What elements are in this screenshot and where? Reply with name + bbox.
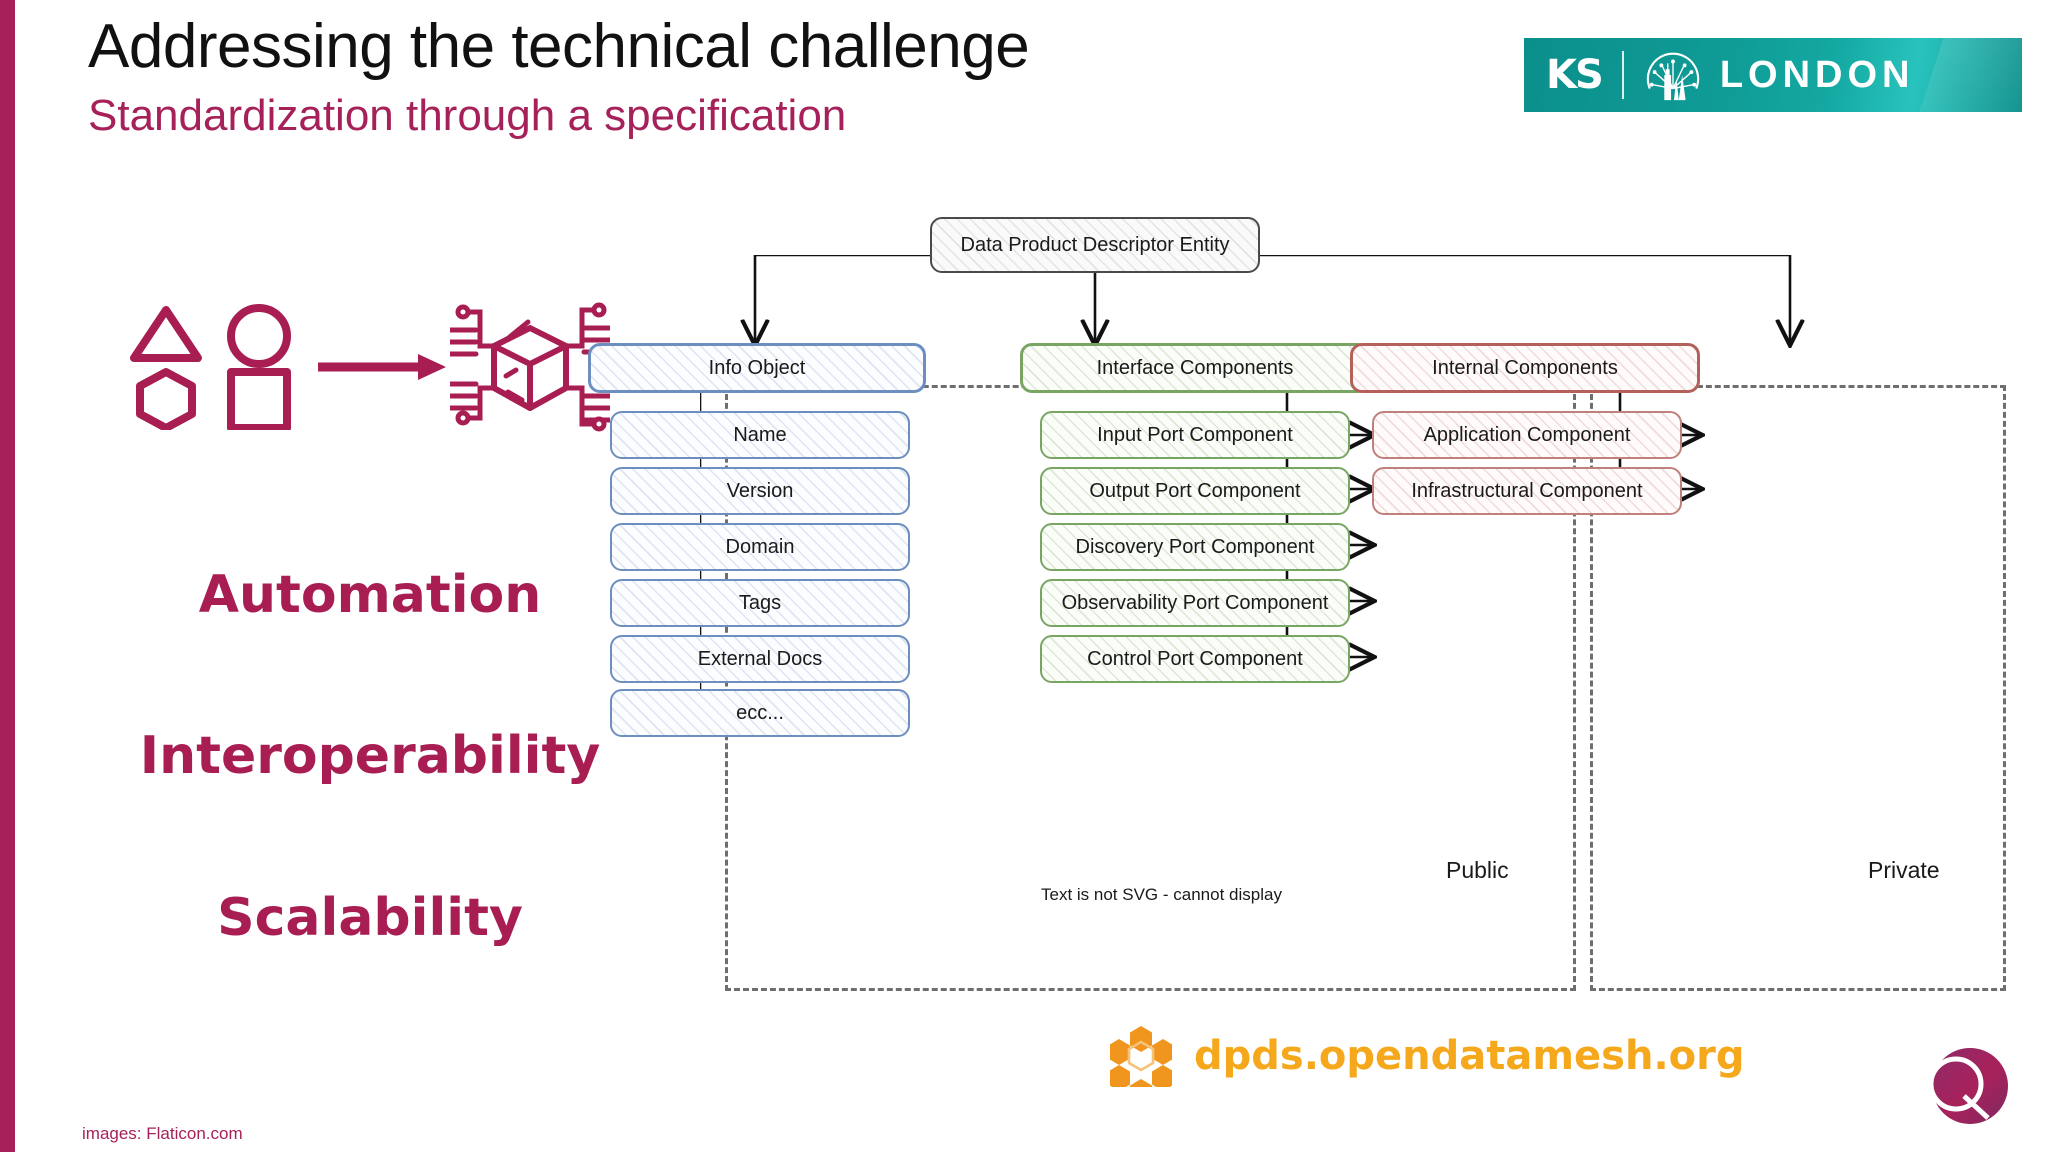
node-label: Application Component [1423,423,1631,446]
node-label: Tags [738,591,782,614]
node-internal-components[interactable]: Internal Components [1350,343,1700,393]
node-input-port-component[interactable]: Input Port Component [1040,411,1350,459]
node-label: Version [726,479,794,502]
svg-warning-note: Text is not SVG - cannot display [1038,885,1285,905]
left-accent-bar [0,0,15,1152]
honeycomb-hexagon-icon [1108,1025,1174,1105]
node-label: Data Product Descriptor Entity [960,233,1230,256]
node-domain[interactable]: Domain [610,523,910,571]
right-arrow-icon [318,350,448,384]
node-label: Info Object [708,356,806,379]
shapes-triangle-circle-hexagon-square-icon [126,300,306,432]
node-info-object[interactable]: Info Object [588,343,926,393]
node-data-product-descriptor-entity[interactable]: Data Product Descriptor Entity [930,217,1260,273]
ks-logo-divider [1621,51,1624,99]
node-observability-port-component[interactable]: Observability Port Component [1040,579,1350,627]
ks-london-logo: KS [1524,38,2022,112]
zone-label-private: Private [1868,857,1940,883]
node-label: External Docs [697,647,823,670]
node-label: Output Port Component [1089,479,1301,502]
node-label: Discovery Port Component [1075,535,1315,558]
node-version[interactable]: Version [610,467,910,515]
node-application-component[interactable]: Application Component [1372,411,1682,459]
node-tags[interactable]: Tags [610,579,910,627]
node-interface-components[interactable]: Interface Components [1020,343,1370,393]
node-label: Domain [725,535,795,558]
dpds-branding[interactable]: dpds.opendatamesh.org [1108,1025,1745,1105]
ks-logo-word: LONDON [1719,53,1915,96]
connected-package-cube-icon [447,292,613,442]
ks-logo-mark: KS [1546,52,1604,98]
zone-label-public: Public [1446,857,1509,883]
keyword-scalability: Scalability [217,888,523,948]
node-label: Internal Components [1432,356,1618,379]
node-label: Infrastructural Component [1411,479,1643,502]
node-ecc[interactable]: ecc... [610,689,910,737]
node-label: Input Port Component [1097,423,1293,446]
page-title: Addressing the technical challenge [88,12,1030,81]
node-label: Interface Components [1096,356,1294,379]
dpds-url-text: dpds.opendatamesh.org [1194,1033,1745,1079]
image-credit: images: Flaticon.com [82,1124,243,1143]
node-control-port-component[interactable]: Control Port Component [1040,635,1350,683]
page-subtitle: Standardization through a specification [88,91,847,140]
node-label: Control Port Component [1087,647,1303,670]
node-label: Name [733,423,787,446]
node-infrastructural-component[interactable]: Infrastructural Component [1372,467,1682,515]
node-name[interactable]: Name [610,411,910,459]
node-output-port-component[interactable]: Output Port Component [1040,467,1350,515]
q-circle-logo-icon [1918,1040,2014,1136]
node-label: ecc... [736,701,784,724]
keyword-interoperability: Interoperability [139,726,601,786]
keyword-automation: Automation [198,565,542,625]
london-eye-icon [1644,46,1702,104]
node-label: Observability Port Component [1061,591,1329,614]
node-discovery-port-component[interactable]: Discovery Port Component [1040,523,1350,571]
node-external-docs[interactable]: External Docs [610,635,910,683]
data-product-descriptor-diagram: Public Private [588,217,2030,995]
zone-private-boundary [1590,385,2006,991]
